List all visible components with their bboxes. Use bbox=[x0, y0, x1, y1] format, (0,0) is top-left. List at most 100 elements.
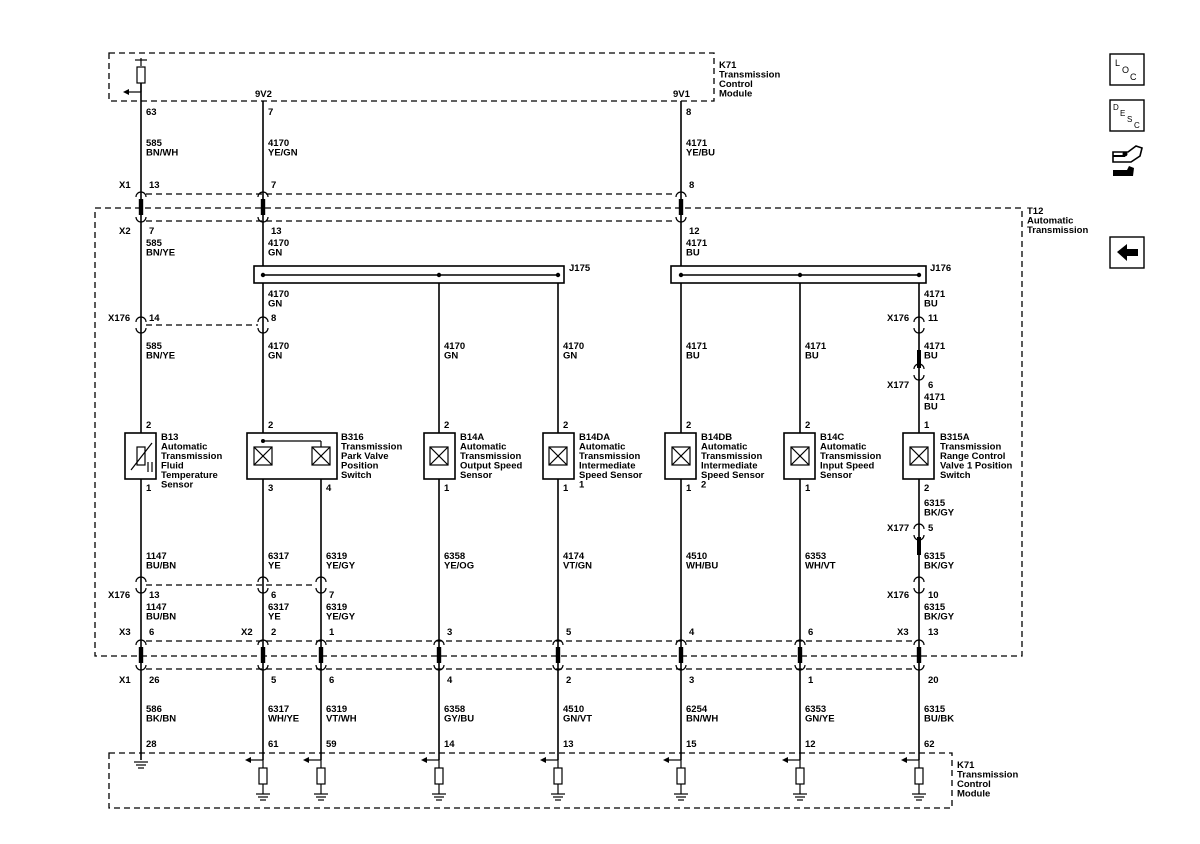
pin: 2 bbox=[686, 420, 691, 431]
pin: 7 bbox=[149, 226, 154, 237]
connector-x176: X176 bbox=[887, 590, 909, 601]
desc-letter: E bbox=[1120, 109, 1125, 118]
pin: 1 bbox=[805, 483, 811, 494]
pin: 6 bbox=[808, 627, 813, 638]
connector-hand-icon[interactable] bbox=[1112, 145, 1143, 176]
pin: 11 bbox=[928, 313, 939, 324]
t12-frame bbox=[94, 207, 1023, 657]
pin: 26 bbox=[149, 675, 160, 686]
b13-sensor bbox=[124, 432, 157, 480]
pin: 59 bbox=[326, 739, 337, 750]
pin: 8 bbox=[271, 313, 276, 324]
pulldown-circuits bbox=[245, 757, 926, 800]
pin: 2 bbox=[563, 420, 568, 431]
k71-top-frame bbox=[108, 52, 715, 102]
pin: 13 bbox=[149, 180, 160, 191]
desc-letter: D bbox=[1113, 103, 1119, 112]
pin: 12 bbox=[805, 739, 816, 750]
wires bbox=[140, 83, 920, 760]
label-9v1: 9V1 bbox=[673, 89, 691, 100]
connector-x2: X2 bbox=[241, 627, 253, 638]
pin: 2 bbox=[271, 627, 276, 638]
pin: 12 bbox=[689, 226, 700, 237]
loc-letter: O bbox=[1122, 65, 1129, 75]
location-button[interactable]: L O C bbox=[1109, 53, 1145, 86]
pin: 2 bbox=[146, 420, 151, 431]
pin: 4 bbox=[447, 675, 453, 686]
pin: 1 bbox=[924, 420, 930, 431]
pin: 62 bbox=[924, 739, 935, 750]
pin-8: 8 bbox=[686, 107, 691, 118]
pin: 2 bbox=[566, 675, 571, 686]
connector-x176: X176 bbox=[887, 313, 909, 324]
connector-x176: X176 bbox=[108, 590, 130, 601]
connector-x1-top: X1 bbox=[119, 180, 131, 191]
pin: 28 bbox=[146, 739, 157, 750]
pin: 2 bbox=[444, 420, 449, 431]
pin: 4 bbox=[326, 483, 332, 494]
pin: 13 bbox=[271, 226, 282, 237]
desc-letter: S bbox=[1127, 115, 1132, 124]
pin: 1 bbox=[146, 483, 152, 494]
pin-63: 63 bbox=[146, 107, 157, 118]
pin: 3 bbox=[689, 675, 694, 686]
pin: 6 bbox=[329, 675, 334, 686]
pin: 7 bbox=[329, 590, 334, 601]
pin: 7 bbox=[271, 180, 276, 191]
pin: 3 bbox=[447, 627, 452, 638]
pin: 5 bbox=[566, 627, 572, 638]
loc-letter: C bbox=[1130, 72, 1137, 82]
connector-x1: X1 bbox=[119, 675, 131, 686]
pin: 13 bbox=[928, 627, 939, 638]
description-button[interactable]: D E S C bbox=[1109, 99, 1145, 132]
loc-letter: L bbox=[1115, 58, 1120, 68]
pin: 20 bbox=[928, 675, 939, 686]
back-button[interactable] bbox=[1109, 236, 1145, 269]
pin: 2 bbox=[805, 420, 810, 431]
pin: 3 bbox=[268, 483, 273, 494]
pin: 5 bbox=[928, 523, 934, 534]
pin-7: 7 bbox=[268, 107, 273, 118]
pin: 61 bbox=[268, 739, 279, 750]
connector-x176: X176 bbox=[108, 313, 130, 324]
pin: 8 bbox=[689, 180, 694, 191]
pin: 1 bbox=[686, 483, 692, 494]
pin: 4 bbox=[689, 627, 695, 638]
pin: 13 bbox=[149, 590, 160, 601]
